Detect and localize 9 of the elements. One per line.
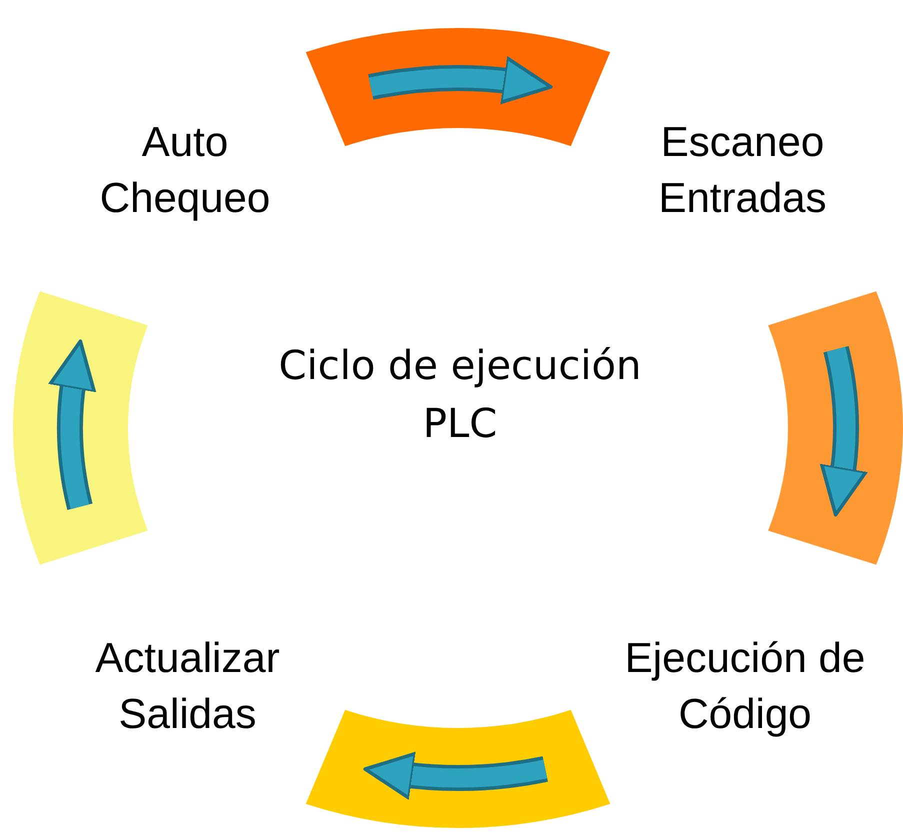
- arc-band-with-arrow-drawing: [306, 28, 610, 146]
- arc-band-with-arrow-drawing: [306, 710, 610, 828]
- arc-band-with-arrow-drawing: [13, 291, 148, 565]
- step-label: Ejecución de Código: [595, 628, 895, 743]
- center-label: Ciclo de ejecución PLC: [240, 335, 680, 455]
- step-label: Actualizar Salidas: [70, 628, 305, 743]
- step-label: Auto Chequeo: [80, 112, 290, 227]
- step-label: Escaneo Entradas: [630, 112, 855, 227]
- arc-band-with-arrow-drawing: [768, 291, 903, 565]
